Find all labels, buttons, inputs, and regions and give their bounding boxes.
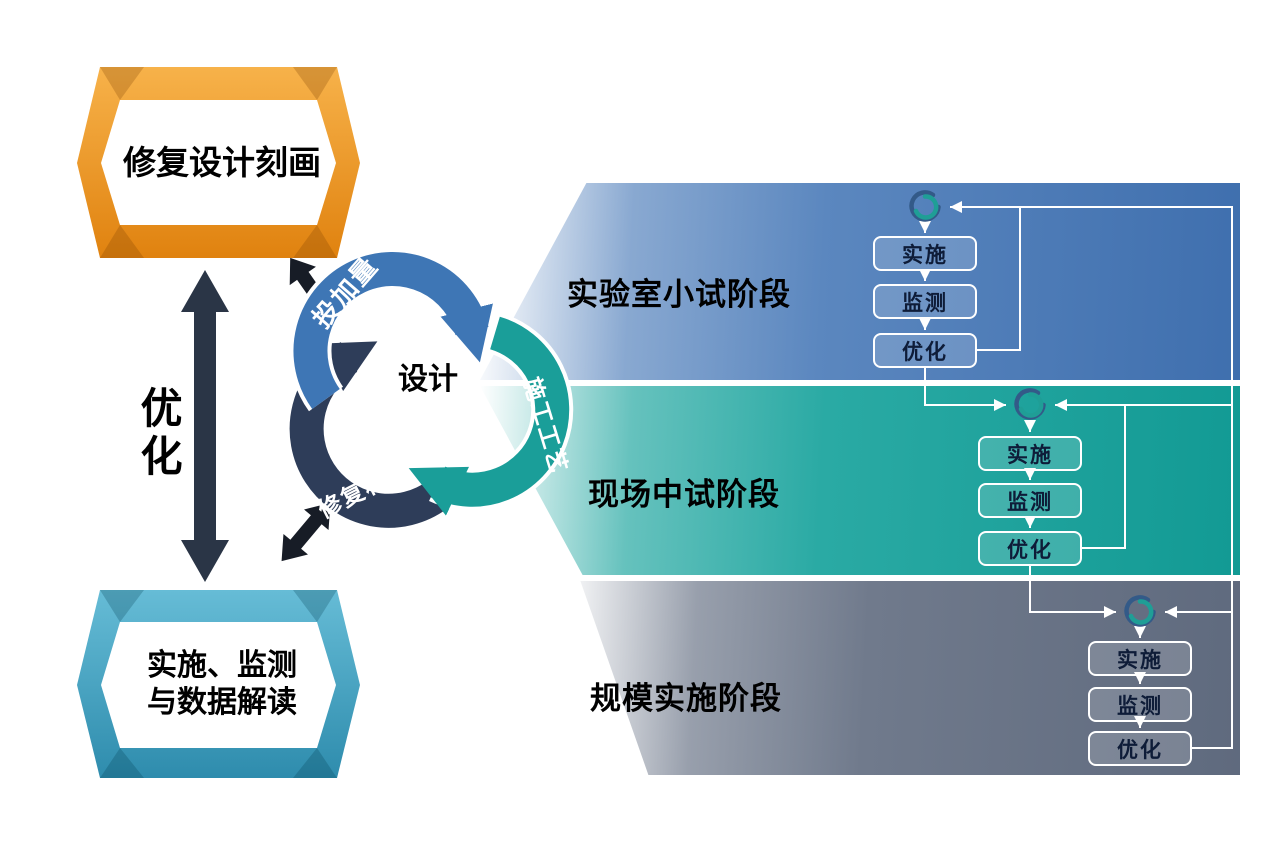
step-box-monitor: 监测 <box>1088 687 1192 722</box>
step-box-monitor: 监测 <box>873 284 977 319</box>
connector-line <box>1192 612 1233 749</box>
optimize-double-arrow <box>181 270 229 582</box>
connector-line <box>1020 206 1233 411</box>
cycle-swirl-icon <box>908 190 942 224</box>
top-banner <box>77 67 360 258</box>
step-box-optimize: 优化 <box>1088 731 1192 766</box>
connector-line <box>1082 405 1126 549</box>
step-box-optimize: 优化 <box>873 333 977 368</box>
arc-process <box>408 316 570 516</box>
design-cycle: 投加量 施工工艺 修复材料 设计 <box>285 248 574 532</box>
cycle-center-label: 设计 <box>398 363 458 396</box>
step-box-monitor: 监测 <box>978 483 1082 518</box>
optimize-label: 优化 <box>135 386 182 482</box>
link-arrow-bottom <box>281 502 331 562</box>
arc-dose <box>293 252 493 409</box>
stage-band-pilot <box>480 386 1240 575</box>
stage-band-scale <box>580 581 1240 775</box>
cycle-swirl-icon <box>1013 388 1047 422</box>
connector-line <box>1165 405 1233 618</box>
stage-band-lab <box>480 183 1240 380</box>
connector-line <box>924 368 1006 411</box>
step-box-implement: 实施 <box>978 436 1082 471</box>
top-banner-label: 修复设计刻画 <box>123 144 321 181</box>
cycle-swirl-icon <box>1123 595 1157 629</box>
stage-label-scale: 规模实施阶段 <box>590 681 782 716</box>
bottom-banner-line2: 与数据解读 <box>147 685 297 719</box>
stage-label-lab: 实验室小试阶段 <box>567 277 791 312</box>
step-box-implement: 实施 <box>1088 641 1192 676</box>
stage-label-pilot: 现场中试阶段 <box>588 477 780 512</box>
bottom-banner <box>77 590 360 778</box>
step-box-optimize: 优化 <box>978 531 1082 566</box>
step-box-implement: 实施 <box>873 236 977 271</box>
connector-line <box>950 201 1021 351</box>
connector-line <box>1029 566 1116 618</box>
bottom-banner-line1: 实施、监测 <box>147 649 297 682</box>
bottom-banner-label: 实施、监测 与数据解读 <box>103 648 341 721</box>
